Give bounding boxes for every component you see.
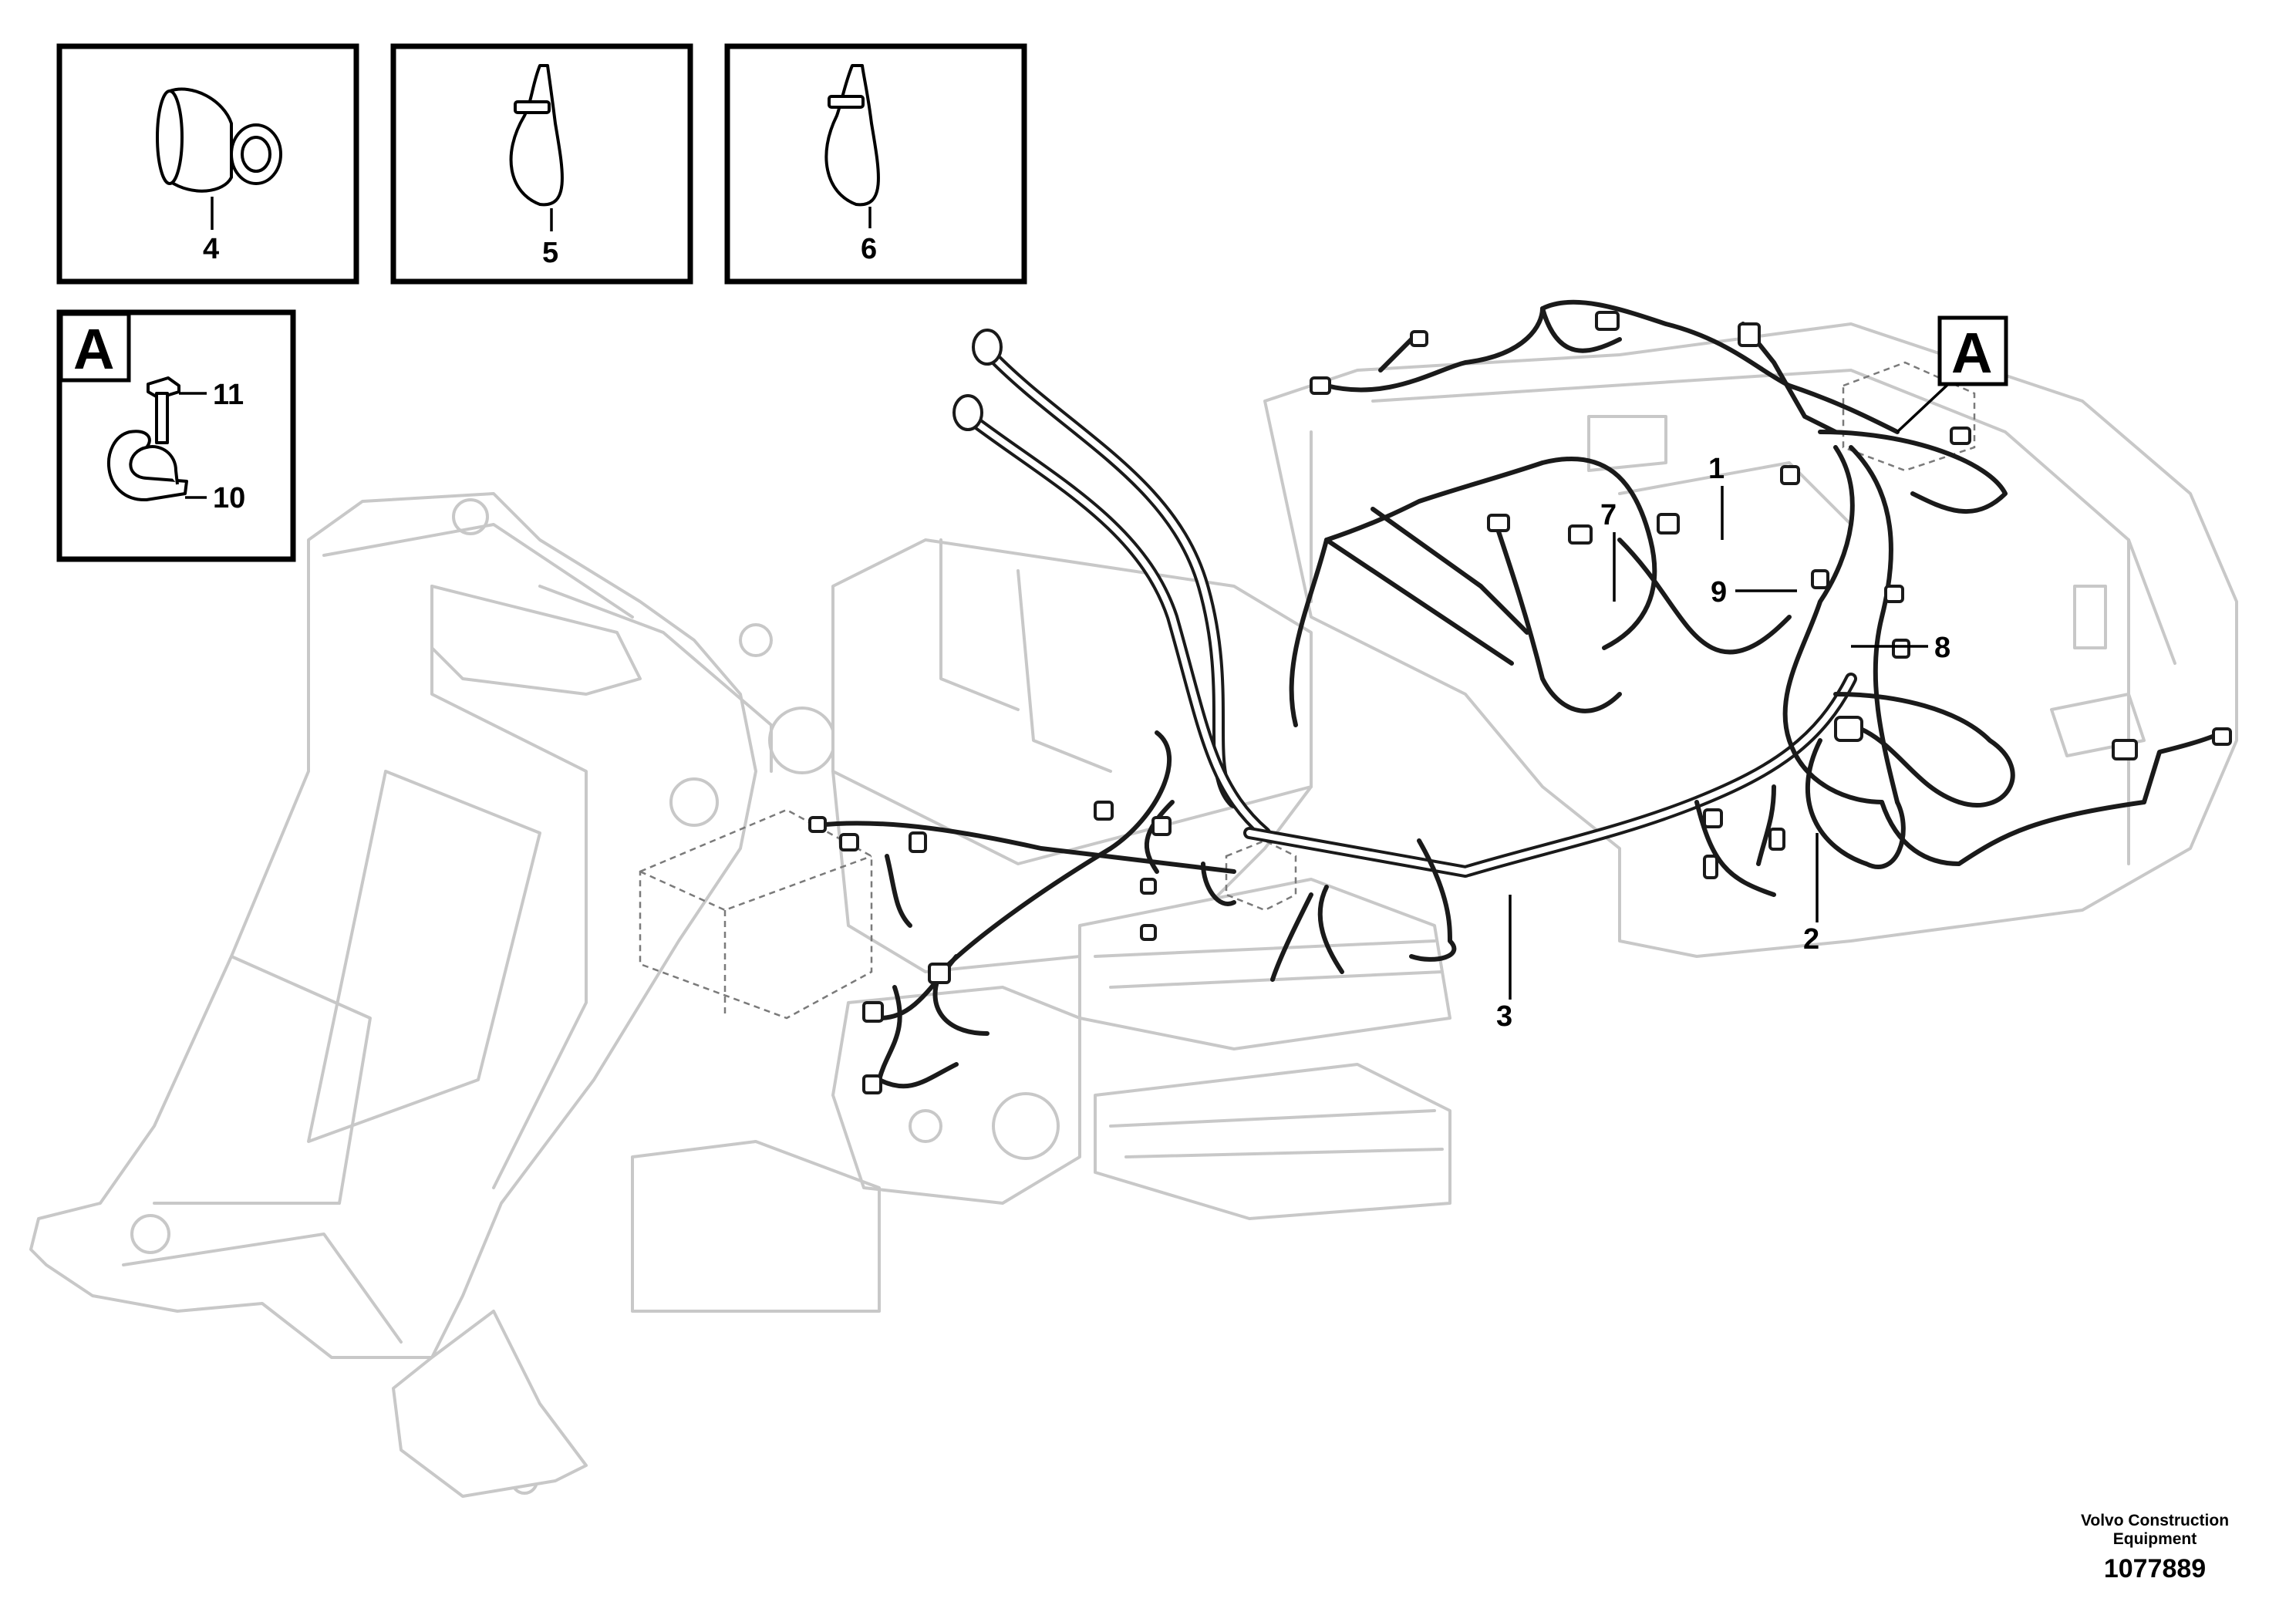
view-tag-a: A [1937,315,2008,386]
callout-9: 9 [1711,576,1727,609]
dashed-detail-regions [639,361,1976,1020]
callout-2: 2 [1803,923,1819,956]
callout-6: 6 [861,233,877,265]
callout-11: 11 [213,379,244,411]
inset-box-6: 6 [724,43,1027,285]
wiring-harness [808,299,2232,1094]
main-callouts: 1 7 9 8 2 3 [1496,373,1961,1033]
detail-box-a: A 11 10 [56,309,296,562]
view-tag-label: A [1951,321,1992,385]
brand-line-2: Equipment [2113,1530,2197,1548]
inset-box-5: 5 [390,43,693,285]
footer-branding: Volvo Construction Equipment 1077889 [2081,1512,2229,1583]
inset-box-4: 4 [56,43,359,285]
callout-1: 1 [1708,453,1725,485]
drawing-number: 1077889 [2104,1554,2206,1583]
detail-tag-label: A [73,317,114,381]
callout-8: 8 [1934,632,1950,664]
machine-frame [29,322,2238,1498]
callout-7: 7 [1600,499,1617,531]
callout-5: 5 [542,237,558,269]
callout-3: 3 [1496,1000,1512,1033]
brand-line-1: Volvo Construction [2081,1512,2229,1529]
callout-10: 10 [213,482,245,514]
callout-4: 4 [203,233,219,265]
